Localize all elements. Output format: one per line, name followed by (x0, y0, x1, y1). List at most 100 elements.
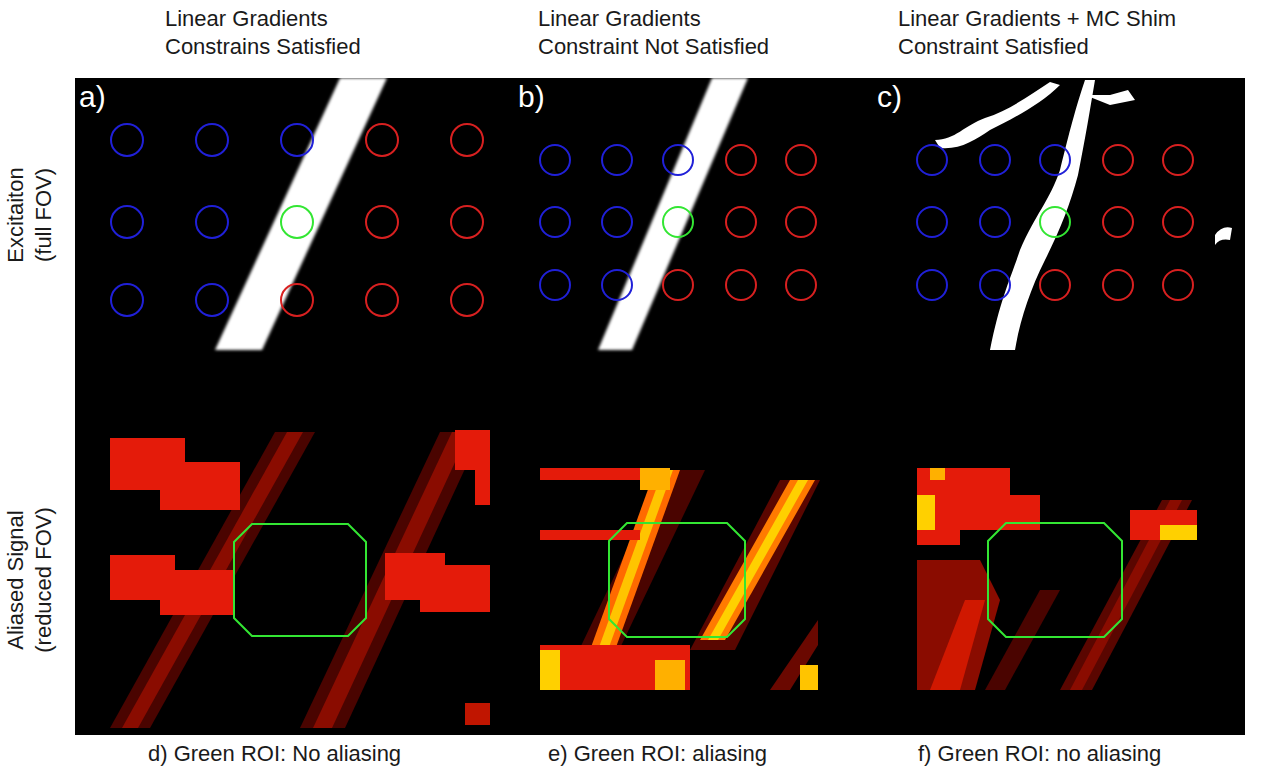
roi-circle (917, 145, 947, 175)
signal-stripe (985, 590, 1060, 690)
roi-circle (1163, 145, 1193, 175)
roi-circles (917, 145, 1193, 300)
roi-circle (726, 145, 756, 175)
signal-stripe (690, 480, 820, 650)
roi-circle (196, 284, 228, 316)
signal-block (540, 650, 560, 690)
aliased-signal-map (540, 468, 820, 690)
roi-circle (540, 207, 570, 237)
roi-circle (917, 270, 947, 300)
roi-circle (196, 124, 228, 156)
roi-circle (451, 284, 483, 316)
excitation-band (935, 82, 1060, 148)
roi-circle (602, 207, 632, 237)
column-title: Linear Gradients + MC Shim Constraint Sa… (898, 5, 1176, 61)
text-line: Linear Gradients + MC Shim (898, 5, 1176, 33)
text-line: (full FOV) (30, 55, 58, 375)
roi-circle (663, 207, 693, 237)
excitation-band (1215, 227, 1232, 245)
signal-stripe (770, 620, 818, 690)
roi-circle (786, 145, 816, 175)
aliased-signal-map (917, 468, 1197, 690)
excitation-profile (935, 80, 1232, 350)
text-line: Linear Gradients (165, 5, 361, 33)
roi-circle (281, 206, 313, 238)
roi-circles (111, 124, 483, 316)
roi-circle (540, 145, 570, 175)
roi-circle (366, 124, 398, 156)
roi-circle (726, 270, 756, 300)
roi-circle (366, 206, 398, 238)
row-label: Excitaiton (full FOV) (2, 55, 58, 375)
panel-caption: d) Green ROI: No aliasing (148, 740, 401, 768)
panel-letter: b) (518, 80, 545, 114)
signal-block (465, 703, 490, 725)
roi-circle (111, 206, 143, 238)
roi-circle (786, 207, 816, 237)
signal-block (655, 660, 685, 690)
roi-circle (1103, 207, 1133, 237)
signal-block (110, 438, 240, 510)
roi-circle (1163, 207, 1193, 237)
excitation-band (598, 78, 748, 350)
signal-stripe (708, 480, 808, 640)
roi-circle (602, 270, 632, 300)
roi-circle (726, 207, 756, 237)
signal-block (1130, 510, 1197, 540)
green-roi (234, 524, 366, 636)
signal-stripe (930, 600, 985, 690)
green-roi (988, 523, 1122, 637)
roi-circle (1163, 270, 1193, 300)
roi-circle (980, 270, 1010, 300)
roi-circle (451, 206, 483, 238)
signal-block (540, 530, 640, 540)
text-line: Constrains Satisfied (165, 33, 361, 61)
roi-circle (663, 145, 693, 175)
roi-circle (1040, 207, 1070, 237)
roi-circle (196, 206, 228, 238)
panel-letter: a) (79, 80, 106, 114)
column-title: Linear Gradients Constraint Not Satisfie… (538, 5, 769, 61)
roi-circle (663, 270, 693, 300)
roi-circles (540, 145, 816, 300)
roi-circle (451, 124, 483, 156)
roi-circle (366, 284, 398, 316)
signal-block (917, 495, 935, 530)
signal-block (540, 468, 640, 480)
signal-block (540, 645, 690, 690)
roi-circle (111, 284, 143, 316)
text-line: Constraint Not Satisfied (538, 33, 769, 61)
roi-circle (281, 284, 313, 316)
signal-block (1160, 525, 1197, 540)
column-title: Linear Gradients Constrains Satisfied (165, 5, 361, 61)
signal-block (917, 468, 1040, 545)
text-line: Constraint Satisfied (898, 33, 1176, 61)
panel-caption: f) Green ROI: no aliasing (918, 740, 1161, 768)
signal-block (455, 430, 490, 505)
signal-block (385, 553, 490, 612)
panel-caption: e) Green ROI: aliasing (548, 740, 767, 768)
roi-circle (917, 207, 947, 237)
row-label: Aliased Signal (reduced FOV) (2, 410, 58, 750)
roi-circle (786, 270, 816, 300)
text-line: Linear Gradients (538, 5, 769, 33)
roi-circle (980, 207, 1010, 237)
roi-circle (980, 145, 1010, 175)
text-line: (reduced FOV) (30, 410, 58, 750)
signal-stripe (590, 470, 680, 650)
signal-block (930, 468, 945, 480)
text-line: Excitaiton (2, 55, 30, 375)
roi-circle (1103, 145, 1133, 175)
signal-block (800, 665, 818, 690)
signal-stripe (700, 480, 815, 640)
signal-block (110, 555, 235, 615)
panel-letter: c) (877, 80, 902, 114)
signal-block (640, 468, 670, 490)
roi-circle (1040, 270, 1070, 300)
signal-stripe (110, 432, 315, 728)
roi-circle (1040, 145, 1070, 175)
roi-circle (1103, 270, 1133, 300)
image-background (75, 78, 1245, 735)
